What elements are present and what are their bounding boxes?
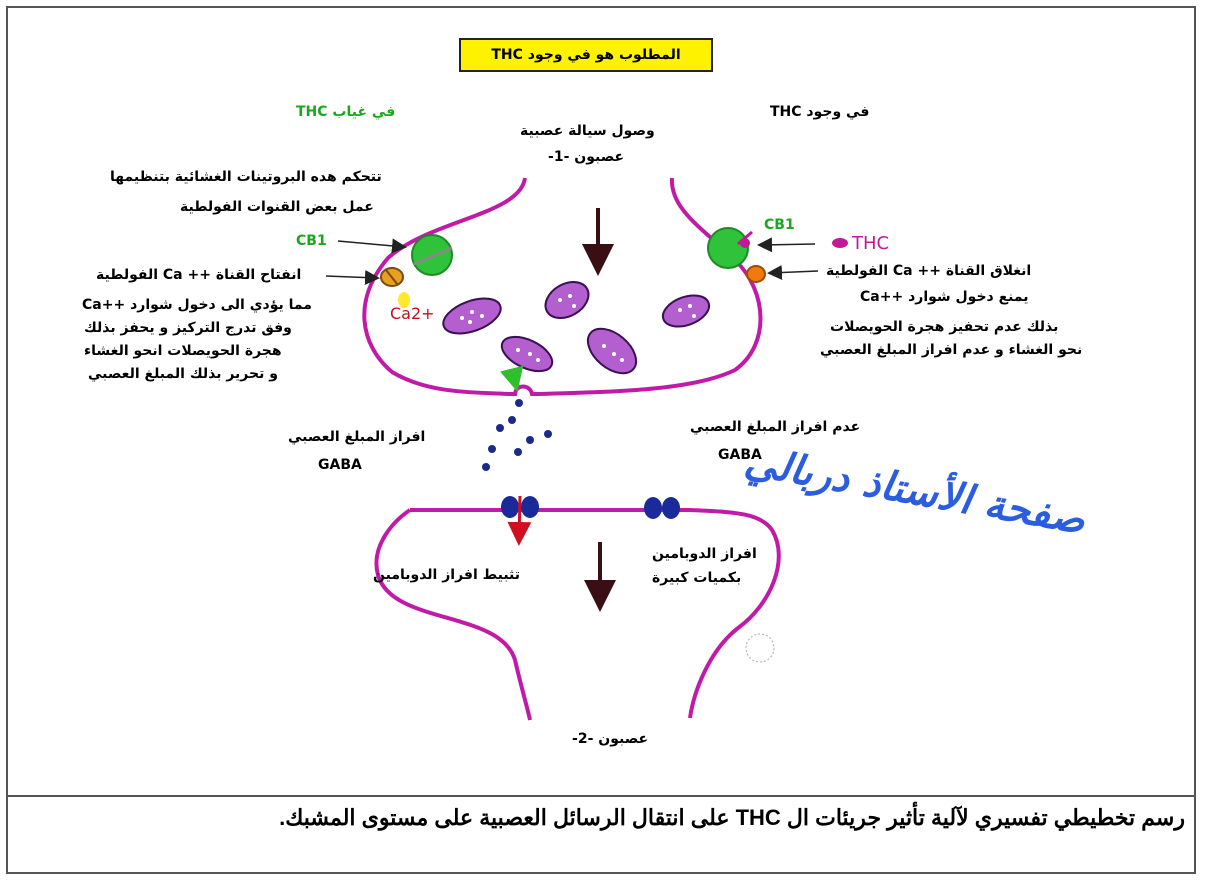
- left-effect-line3: هجرة الحويصلات انحو الغشاء: [84, 343, 282, 359]
- left-effect-line1: مما يؤدي الى دخول شوارد ++Ca: [82, 297, 312, 313]
- left-proteins-line2: عمل بعض القنوات الفولطية: [180, 199, 374, 215]
- dopamine-inhibit-label: تثبيط افراز الدوبامين: [373, 567, 521, 583]
- synapse-diagram: [325, 177, 848, 721]
- channel-open-label: انفتاح القناة ++ Ca الفولطية: [96, 267, 302, 283]
- right-effect-line2: بذلك عدم تحفيز هجرة الحويصلات: [830, 319, 1059, 335]
- dopamine-release-line1: افراز الدوبامين: [652, 546, 757, 562]
- left-heading: في غياب THC: [296, 104, 396, 120]
- right-effect-line1: يمنع دخول شوارد ++Ca: [860, 289, 1029, 305]
- gaba-receptor-left: [501, 496, 539, 518]
- dopamine-release-line2: بكميات كبيرة: [652, 570, 742, 586]
- left-proteins-line1: تتحكم هده البروتينات الغشائية بتنظيمها: [110, 169, 382, 185]
- cb1-label-left: CB1: [296, 233, 327, 249]
- synaptic-vesicles: [442, 280, 711, 375]
- diagram-frame: [6, 6, 1196, 874]
- calcium-channel-open: [380, 267, 410, 308]
- no-release-label: عدم افراز المبلغ العصبي: [690, 419, 861, 435]
- gaba-receptor-right: [644, 497, 680, 519]
- channel-close-label: انغلاق القناة ++ Ca الفولطية: [826, 263, 1032, 279]
- release-label: افراز المبلغ العصبي: [288, 429, 426, 445]
- thc-label: THC: [852, 233, 890, 254]
- gaba-label-right: GABA: [718, 447, 762, 463]
- left-effect-line4: و تحرير بذلك المبلغ العصبي: [88, 366, 278, 382]
- signal-label: وصول سيالة عصبية: [520, 123, 655, 139]
- thc-molecule: [832, 238, 848, 248]
- neuron1-label: عصبون -1-: [548, 149, 625, 165]
- neuron2-label: عصبون -2-: [572, 731, 649, 747]
- calcium-ion-label: Ca2+: [390, 304, 435, 323]
- postsynaptic-membrane: [374, 508, 781, 721]
- cb1-receptor-right: [707, 227, 753, 269]
- right-heading: في وجود THC: [770, 104, 870, 120]
- calcium-channel-closed: [746, 265, 766, 283]
- caption-divider: [6, 795, 1196, 797]
- gaba-molecules: [482, 399, 552, 471]
- figure-caption: رسم تخطيطي تفسيري لآلية تأثير جريئات ال …: [279, 805, 1185, 830]
- gaba-label-left: GABA: [318, 457, 362, 473]
- right-effect-line3: نحو الغشاء و عدم افراز المبلغ العصبي: [820, 342, 1083, 358]
- cb1-receptor-left: [411, 234, 453, 276]
- left-effect-line2: وفق تدرج التركيز و يحفز بذلك: [84, 320, 292, 336]
- cb1-label-right: CB1: [764, 217, 795, 233]
- diagram-title: المطلوب هو في وجود THC: [459, 38, 713, 72]
